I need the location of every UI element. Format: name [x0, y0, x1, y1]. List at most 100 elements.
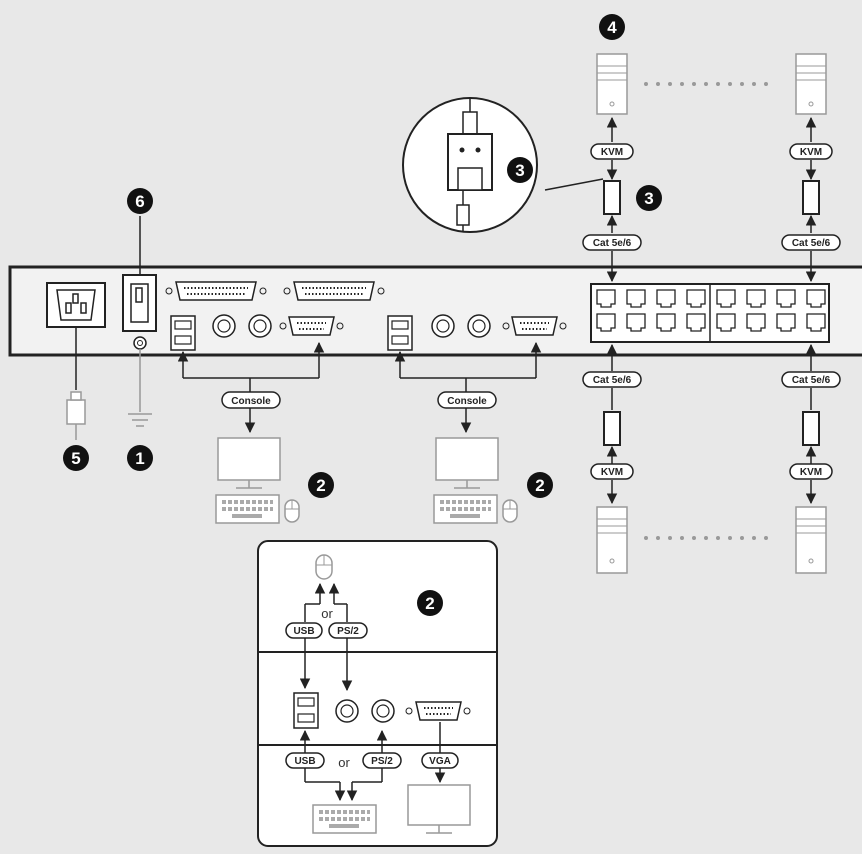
vga-port-icon	[279, 316, 344, 336]
power-cord	[66, 327, 86, 440]
console-label: Console	[447, 396, 487, 407]
rj45-port-icon	[806, 313, 826, 332]
keyboard-or-label: or	[338, 755, 350, 770]
console-left-devices	[215, 437, 300, 524]
power-switch-icon[interactable]	[122, 274, 157, 332]
rj45-port-icon	[746, 289, 766, 308]
kvm-pill-top-right: KVM	[789, 143, 833, 160]
rj45-port-icon	[626, 313, 646, 332]
computer-bottom-left-icon	[596, 506, 628, 574]
svg-text:3: 3	[515, 161, 524, 180]
console-pill-right: Console	[437, 391, 497, 409]
console-right-devices	[433, 437, 518, 524]
callout-power-cord: 5	[63, 445, 89, 471]
svg-text:6: 6	[135, 192, 144, 211]
rj45-port-icon	[656, 313, 676, 332]
monitor-icon	[435, 437, 499, 489]
console-cabling-left	[177, 341, 325, 434]
vga-port-icon	[405, 701, 471, 721]
callout-adapter-zoom: 3	[507, 157, 533, 183]
rj45-port-icon	[596, 289, 616, 308]
keyboard-icon	[433, 494, 498, 524]
svg-text:5: 5	[71, 449, 80, 468]
cat-pill-top-right: Cat 5e/6	[781, 234, 841, 251]
callout-console-right: 2	[527, 472, 553, 498]
cat-pill-bottom-right: Cat 5e/6	[781, 371, 841, 388]
keyboard-usb-label: USB	[294, 756, 315, 767]
rj45-port-icon	[626, 289, 646, 308]
rj45-port-icon	[656, 289, 676, 308]
console-pill-left: Console	[221, 391, 281, 409]
ps2-port-icon	[431, 314, 491, 338]
ground-wire	[128, 349, 152, 427]
console-connection-inset: or USB PS/2	[257, 540, 498, 847]
kvm-label: KVM	[800, 147, 822, 158]
callout-console-left: 2	[308, 472, 334, 498]
usb-ports-icon	[293, 692, 319, 729]
callout-adapter: 3	[636, 185, 662, 211]
console-ports-right	[387, 314, 567, 351]
computer-top-right-icon	[795, 53, 827, 115]
cat-label: Cat 5e/6	[593, 375, 632, 386]
callout-inset: 2	[417, 590, 443, 616]
kvm-pill-bottom-left: KVM	[590, 463, 634, 480]
rj45-port-icon	[746, 313, 766, 332]
rj45-port-icon	[776, 313, 796, 332]
console-label: Console	[231, 396, 271, 407]
mouse-ps2-label: PS/2	[337, 626, 359, 637]
kvm-label: KVM	[601, 147, 623, 158]
usb-ports-icon	[170, 315, 196, 351]
db25-port-icon	[283, 281, 385, 301]
svg-text:3: 3	[644, 189, 653, 208]
computer-top-left-icon	[596, 53, 628, 115]
rj45-port-icon	[686, 289, 706, 308]
more-computers-dots	[644, 82, 780, 540]
db25-port-icon	[165, 281, 267, 301]
mouse-icon	[315, 554, 333, 580]
kvm-pill-top-left: KVM	[590, 143, 634, 160]
keyboard-ps2-label: PS/2	[371, 756, 393, 767]
rj45-port-icon	[716, 289, 736, 308]
svg-text:1: 1	[135, 449, 144, 468]
svg-text:2: 2	[316, 476, 325, 495]
cat-label: Cat 5e/6	[593, 238, 632, 249]
callout-computers: 4	[599, 14, 625, 40]
computer-cabling	[606, 116, 817, 505]
rj45-port-icon	[686, 313, 706, 332]
vga-label: VGA	[429, 756, 451, 767]
keyboard-icon	[215, 494, 280, 524]
kvm-pill-bottom-right: KVM	[789, 463, 833, 480]
mouse-or-label: or	[321, 606, 333, 621]
kvm-adapter-icon	[603, 180, 820, 446]
power-inlet-icon	[46, 282, 106, 328]
cat-pill-top-left: Cat 5e/6	[582, 234, 642, 251]
cat-label: Cat 5e/6	[792, 238, 831, 249]
kvm-label: KVM	[800, 467, 822, 478]
cat-label: Cat 5e/6	[792, 375, 831, 386]
mouse-cabling	[299, 582, 353, 692]
rj45-port-icon	[806, 289, 826, 308]
kvm-label: KVM	[601, 467, 623, 478]
mouse-icon	[502, 499, 518, 523]
monitor-icon	[407, 784, 471, 834]
adapter-zoom-callout	[402, 97, 604, 233]
rj45-port-icon	[596, 313, 616, 332]
callout-ground: 1	[127, 445, 153, 471]
usb-ports-icon	[387, 315, 413, 351]
svg-text:2: 2	[535, 476, 544, 495]
rj45-port-icon	[776, 289, 796, 308]
mouse-usb-label: USB	[293, 626, 314, 637]
cat-pill-bottom-left: Cat 5e/6	[582, 371, 642, 388]
callout-power-switch: 6	[127, 188, 153, 214]
ground-terminal-icon	[133, 336, 147, 350]
svg-text:2: 2	[425, 594, 434, 613]
keyboard-icon	[312, 804, 377, 834]
computer-bottom-right-icon	[795, 506, 827, 574]
rj45-port-block-icon	[590, 283, 830, 343]
monitor-icon	[217, 437, 281, 489]
mouse-icon	[284, 499, 300, 523]
vga-port-icon	[502, 316, 567, 336]
keyboard-cabling	[299, 722, 446, 802]
